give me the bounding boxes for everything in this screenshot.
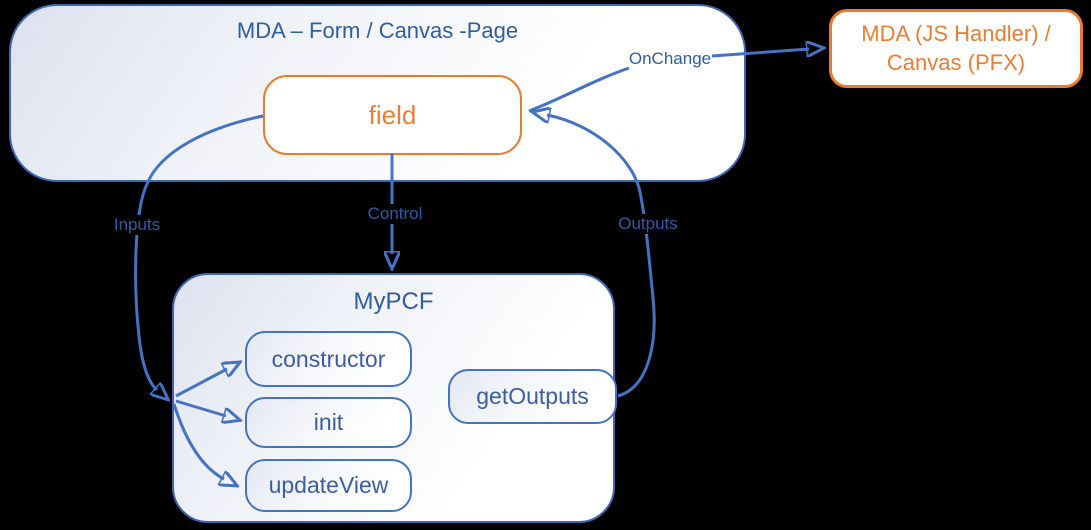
constructor-node-label: constructor	[271, 345, 386, 372]
control-label: Control	[363, 204, 427, 224]
onchange-arrow-to-handler	[711, 49, 809, 58]
getoutputs-node: getOutputs	[448, 369, 617, 424]
onchange-curve-from-field	[528, 66, 630, 113]
inputs-fan-init-arrow	[175, 399, 226, 416]
inputs-fan-updateview-arrow	[172, 403, 224, 479]
form-page-title: MDA – Form / Canvas -Page	[236, 18, 519, 43]
outputs-label: Outputs	[614, 214, 682, 234]
updateview-node: updateView	[245, 459, 412, 512]
outputs-curve	[547, 115, 656, 398]
handler-node-label-line1: MDA (JS Handler) /	[861, 20, 1051, 46]
mypcf-title: MyPCF	[353, 288, 434, 315]
init-node-label: init	[313, 409, 344, 435]
constructor-node: constructor	[245, 331, 412, 387]
handler-node: MDA (JS Handler) / Canvas (PFX)	[829, 9, 1083, 88]
handler-node-label-line2: Canvas (PFX)	[886, 49, 1026, 75]
init-node: init	[245, 397, 412, 448]
getoutputs-node-label: getOutputs	[476, 383, 589, 409]
inputs-curve	[134, 114, 264, 390]
field-node-label: field	[368, 99, 417, 130]
updateview-node-label: updateView	[268, 472, 389, 498]
inputs-fan-constructor-arrow	[175, 369, 227, 398]
inputs-label: Inputs	[109, 215, 165, 235]
onchange-label: OnChange	[628, 49, 712, 68]
